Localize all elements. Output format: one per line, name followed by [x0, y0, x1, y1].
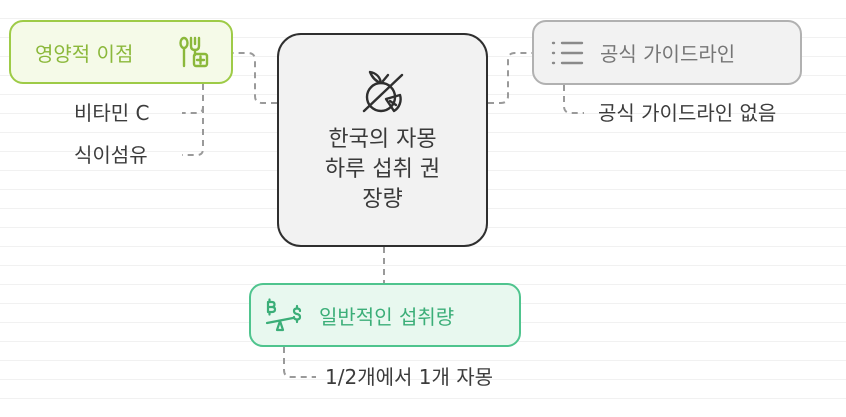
- central-topic-node: 한국의 자몽 하루 섭취 권 장량: [277, 33, 488, 247]
- branch-nutrition-label: 영양적 이점: [35, 41, 134, 66]
- list-icon: [551, 41, 584, 64]
- leaf-typical-amount: 1/2개에서 1개 자몽: [325, 365, 494, 389]
- branch-intake-label: 일반적인 섭취량: [319, 304, 455, 329]
- branch-official-label: 공식 가이드라인: [600, 42, 736, 66]
- branch-intake-node: 일반적인 섭취량: [249, 283, 521, 347]
- central-topic-line: 장량: [362, 187, 403, 212]
- connector-official-leaf: [563, 85, 584, 114]
- fork-health-icon: [179, 36, 209, 68]
- connector-intake-leaf: [283, 347, 316, 378]
- leaf-vitamin-c: 비타민 C: [74, 101, 150, 125]
- connector-nutrition-fiber: [182, 107, 204, 156]
- branch-nutrition-node: 영양적 이점: [9, 20, 233, 84]
- balance-scale-icon: [265, 298, 302, 332]
- connector-nutrition-vitamin: [182, 84, 204, 114]
- leaf-no-official-guideline: 공식 가이드라인 없음: [598, 101, 777, 125]
- grapefruit-icon: [362, 70, 403, 113]
- connector-center-official: [488, 52, 532, 104]
- central-topic-line: 하루 섭취 권: [324, 157, 441, 182]
- connector-center-nutrition: [233, 52, 277, 104]
- central-topic-text: 한국의 자몽 하루 섭취 권 장량: [291, 125, 474, 215]
- branch-official-node: 공식 가이드라인: [532, 20, 802, 85]
- central-topic-line: 한국의 자몽: [328, 127, 437, 152]
- leaf-dietary-fiber: 식이섬유: [74, 143, 148, 167]
